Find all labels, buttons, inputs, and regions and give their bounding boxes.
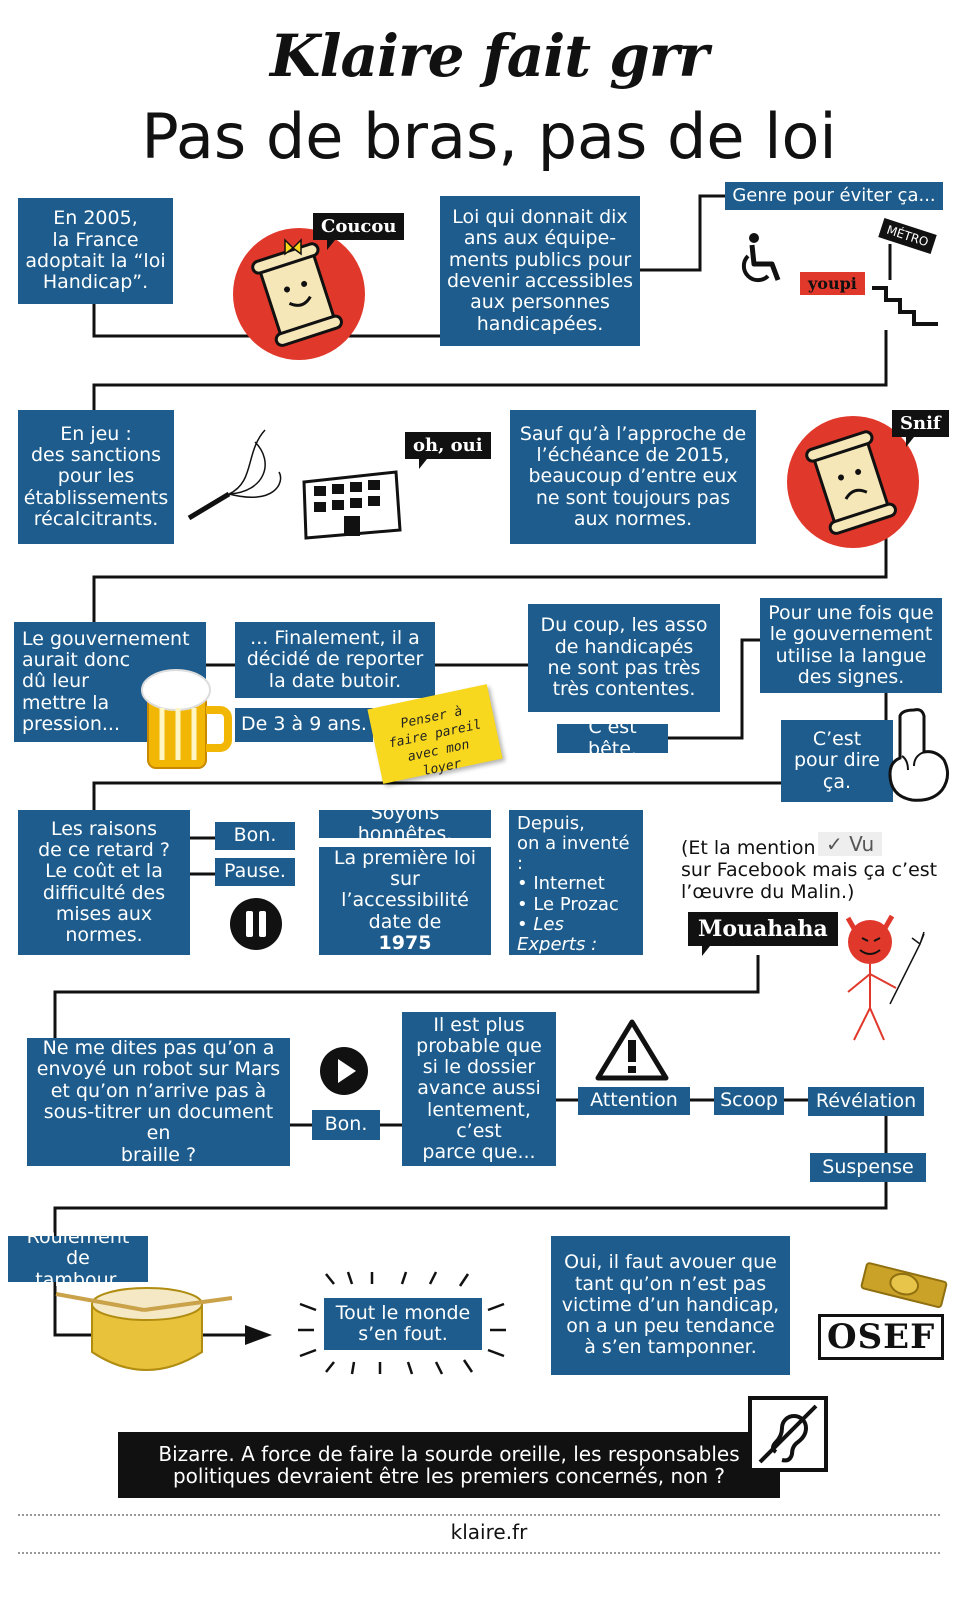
scroll-mascot-sad-icon bbox=[787, 416, 919, 548]
building-icon bbox=[300, 468, 406, 540]
list-item: • Internet bbox=[517, 873, 605, 895]
sanctions-box: En jeu : des sanctions pour les établiss… bbox=[18, 410, 174, 544]
list-item: • Les Experts : Manhattan bbox=[517, 913, 614, 976]
footer-divider-top bbox=[18, 1514, 940, 1516]
scroll-mascot-happy-icon bbox=[233, 228, 365, 360]
check-icon: ✓ bbox=[826, 832, 850, 856]
list-item: • Le Prozac bbox=[517, 893, 619, 915]
footer-divider-bottom bbox=[18, 1552, 940, 1554]
brand-logo: Klaire fait grr bbox=[270, 22, 709, 90]
youpi-bubble: youpi bbox=[800, 272, 865, 295]
list-item-internet: Internet bbox=[533, 873, 605, 895]
page-title: Pas de bras, pas de loi bbox=[141, 100, 837, 173]
whip-icon bbox=[185, 422, 295, 522]
fout-box: Tout le monde s’en fout. bbox=[324, 1298, 482, 1350]
pause-icon[interactable] bbox=[228, 896, 284, 952]
bon-box-1: Bon. bbox=[215, 822, 295, 850]
mention-text-b: sur Facebook mais ça c’est l’œuvre du Ma… bbox=[681, 859, 938, 903]
genre-box: Genre pour éviter ça... bbox=[725, 182, 943, 210]
stamp-icon bbox=[853, 1254, 952, 1324]
middle-finger-hand-icon bbox=[884, 706, 956, 802]
osef-stamp: OSEF bbox=[818, 1314, 945, 1360]
probable-box: Il est plus probable que si le dossier a… bbox=[402, 1012, 556, 1166]
du-coup-box: Du coup, les asso de handicapés ne sont … bbox=[528, 604, 720, 712]
vu-badge: ✓ Vu bbox=[818, 832, 883, 856]
list-item-experts: Les Experts : Manhattan bbox=[517, 913, 614, 976]
footer-link[interactable]: klaire.fr bbox=[450, 1520, 528, 1544]
suspense-box: Suspense bbox=[810, 1153, 926, 1182]
devil-icon bbox=[834, 908, 934, 1043]
premiere-loi-text: La première loi sur l’accessibilité date… bbox=[333, 846, 477, 933]
burst-lines bbox=[296, 1270, 508, 1376]
scoop-box: Scoop bbox=[714, 1087, 784, 1115]
pause-box: Pause. bbox=[215, 858, 295, 886]
honnetes-box: Soyons honnêtes. bbox=[319, 802, 491, 845]
list-item-prozac: Le Prozac bbox=[533, 893, 619, 915]
bete-box: C’est bête. bbox=[557, 717, 668, 759]
mention-text-a: (Et la mention bbox=[681, 837, 816, 859]
signes-box: Pour une fois que le gouvernement utilis… bbox=[760, 598, 942, 693]
attention-box: Attention bbox=[578, 1087, 690, 1115]
law-box: Loi qui donnait dix ans aux équipe- ment… bbox=[440, 196, 640, 346]
premiere-loi-box: La première loi sur l’accessibilité date… bbox=[319, 847, 491, 955]
mouahaha-bubble: Mouahaha bbox=[688, 912, 838, 956]
drum-icon bbox=[52, 1284, 242, 1384]
wheelchair-icon bbox=[732, 232, 788, 288]
metro-stairs-icon bbox=[872, 224, 942, 334]
warning-icon bbox=[594, 1018, 670, 1082]
robot-box: Ne me dites pas qu’on a envoyé un robot … bbox=[27, 1038, 290, 1166]
de-3-a-9-box: De 3 à 9 ans. bbox=[235, 708, 373, 742]
revelation-box: Révélation bbox=[808, 1087, 924, 1116]
deaf-ear-icon bbox=[748, 1396, 828, 1472]
coucou-bubble: Coucou bbox=[313, 213, 405, 250]
snif-bubble: Snif bbox=[892, 410, 949, 447]
beer-mug-icon bbox=[140, 664, 232, 772]
depuis-text: Depuis, on a inventé : bbox=[517, 813, 630, 875]
cest-pour-box: C’est pour dire ça. bbox=[781, 720, 893, 802]
intro-box: En 2005, la France adoptait la “loi Hand… bbox=[18, 198, 173, 304]
raisons-box: Les raisons de ce retard ? Le coût et la… bbox=[18, 810, 190, 955]
play-icon[interactable] bbox=[318, 1045, 370, 1097]
year-1975: 1975 bbox=[378, 931, 432, 954]
avouer-box: Oui, il faut avouer que tant qu’on n’est… bbox=[551, 1236, 790, 1375]
depuis-box: Depuis, on a inventé : • Internet • Le P… bbox=[509, 810, 643, 975]
roulement-box: Roulement de tambour. bbox=[8, 1226, 148, 1290]
bon-box-2: Bon. bbox=[312, 1110, 380, 1140]
echeance-box: Sauf qu’à l’approche de l’échéance de 20… bbox=[510, 410, 756, 544]
conclusion-banner: Bizarre. A force de faire la sourde orei… bbox=[118, 1432, 780, 1498]
finalement-box: ... Finalement, il a décidé de reporter … bbox=[235, 622, 435, 698]
vu-label: Vu bbox=[849, 832, 875, 856]
oh-oui-bubble: oh, oui bbox=[405, 432, 491, 469]
